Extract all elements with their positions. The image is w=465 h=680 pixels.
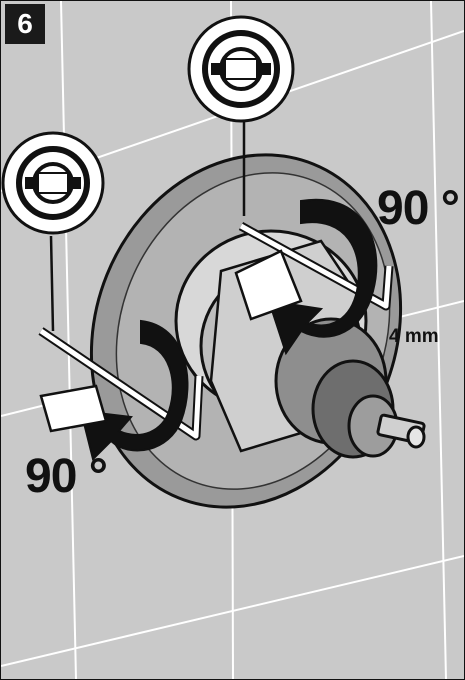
rotate-arrow-icon <box>39 319 189 461</box>
lock-detail-icon <box>187 15 295 216</box>
hex-key <box>39 328 202 439</box>
lock-detail-icon <box>1 131 105 332</box>
rotation-angle-label-top: 90 ° <box>377 182 460 235</box>
hex-key-size-label: 4 mm <box>389 326 439 347</box>
step-number-badge: 6 <box>5 4 45 44</box>
hex-key <box>239 223 392 309</box>
rotation-angle-label-bottom: 90 ° <box>25 450 108 503</box>
rotate-arrow-icon <box>234 198 378 356</box>
